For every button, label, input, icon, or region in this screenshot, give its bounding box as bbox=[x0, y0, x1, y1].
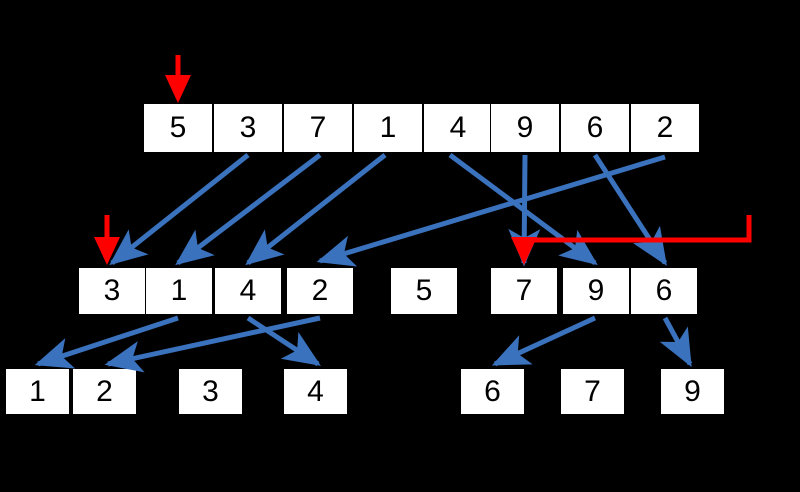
arrow-2-to-2 bbox=[316, 154, 666, 267]
row-input-cell-3: 1 bbox=[353, 103, 423, 153]
arrow-p4-to-2 bbox=[104, 315, 321, 373]
blue-arrows-group bbox=[34, 152, 693, 373]
row-partition-cell-0: 3 bbox=[78, 267, 146, 315]
red-arrows-group bbox=[93, 55, 752, 266]
row-sorted-cell-4: 6 bbox=[460, 368, 525, 415]
arrow-p2-to-4 bbox=[246, 315, 321, 367]
red-pivot-path-right bbox=[510, 215, 752, 266]
arrow-p9-to-6 bbox=[491, 315, 597, 367]
row-sorted-cell-3: 4 bbox=[283, 368, 348, 415]
row-input-cell-4: 4 bbox=[423, 103, 493, 153]
row-partition-cell-1: 1 bbox=[145, 267, 213, 315]
arrow-p6-to-9 bbox=[659, 316, 693, 368]
row-sorted-cell-5: 7 bbox=[560, 368, 625, 415]
row-partition-cell-2: 4 bbox=[214, 267, 282, 315]
row-input-cell-0: 5 bbox=[143, 103, 213, 153]
row-sorted-cell-2: 3 bbox=[178, 368, 243, 415]
row-partition-cell-5: 7 bbox=[490, 267, 558, 315]
row-partition-cell-6: 9 bbox=[562, 267, 630, 315]
arrow-3-to-3 bbox=[109, 153, 250, 266]
row-input-cell-1: 3 bbox=[213, 103, 283, 153]
row-partition-cell-3: 2 bbox=[286, 267, 354, 315]
row-input-cell-2: 7 bbox=[283, 103, 353, 153]
row-sorted-cell-0: 1 bbox=[5, 368, 70, 415]
row-partition-cell-4: 5 bbox=[390, 267, 458, 315]
arrow-7-to-1 bbox=[175, 153, 322, 266]
row-input-cell-6: 6 bbox=[560, 103, 630, 153]
row-sorted-cell-6: 9 bbox=[660, 368, 725, 415]
arrow-9-to-7 bbox=[508, 154, 541, 267]
row-partition-cell-7: 6 bbox=[630, 267, 698, 315]
arrow-p3-to-1 bbox=[34, 315, 179, 369]
arrow-6-to-6 bbox=[592, 153, 668, 266]
arrow-4-to-9 bbox=[448, 152, 598, 266]
row-input-cell-5: 9 bbox=[490, 103, 560, 153]
arrow-1-to-4 bbox=[245, 153, 387, 266]
row-sorted-cell-1: 2 bbox=[72, 368, 137, 415]
row-input-cell-7: 2 bbox=[630, 103, 700, 153]
